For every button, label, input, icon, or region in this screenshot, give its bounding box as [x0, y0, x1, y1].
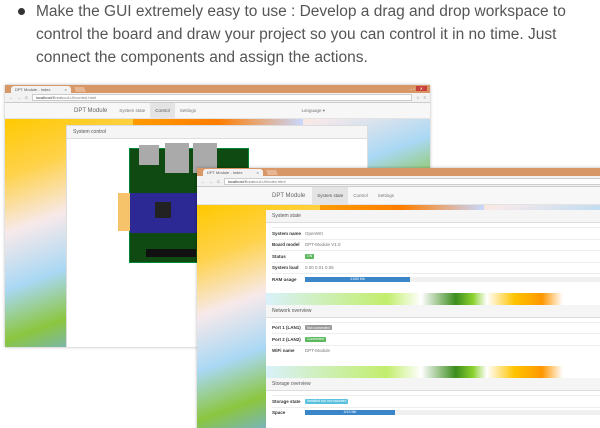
decorative-stripe [266, 292, 600, 305]
navbar: DPT Module System state Control Settings [197, 187, 600, 205]
back-icon[interactable]: ← [9, 95, 13, 100]
nav-settings[interactable]: Settings [179, 108, 197, 113]
brand[interactable]: DPT Module [272, 192, 306, 199]
nav-control[interactable]: Control [353, 193, 368, 198]
window-controls[interactable]: ‒ ▫ ✕ [410, 86, 427, 91]
menu-icon[interactable]: ≡ [423, 95, 426, 100]
brand[interactable]: DPT Module [74, 107, 108, 114]
nav-system-state[interactable]: System state [119, 108, 146, 113]
nav-control[interactable]: Control [150, 103, 175, 118]
reload-icon[interactable]: C [25, 95, 28, 100]
network-overview-title: Network overview [266, 304, 600, 318]
storage-badge: Installed but not mounted [305, 398, 349, 404]
browser-tab[interactable]: DPT Module - Index × [203, 169, 263, 176]
nav-settings[interactable]: Settings [377, 193, 395, 198]
ram-usage-bar: 21/60 Mb [305, 276, 600, 282]
storage-overview-title: Storage overview [266, 378, 600, 391]
url-input[interactable]: localhost/Breakout-UI/index.html [223, 177, 600, 185]
address-bar: ← → C localhost/Breakout-UI/index.html [197, 176, 600, 187]
reload-icon[interactable]: C [217, 178, 220, 184]
navbar: DPT Module System state Control Settings… [5, 103, 430, 119]
panel-title: System control [67, 126, 367, 139]
feature-bullet: Make the GUI extremely easy to use : Dev… [12, 0, 597, 69]
system-state-title: System state [266, 210, 600, 223]
new-tab-button[interactable] [73, 87, 86, 92]
title-bar: DPT Module - Index × ‒ ▫ ✕ [5, 85, 430, 93]
back-icon[interactable]: ← [201, 178, 205, 184]
decorative-stripe [266, 366, 600, 378]
url-input[interactable]: localhost/Breakout-UI/control.html [31, 94, 413, 101]
nav-system-state[interactable]: System state [312, 187, 349, 204]
port2-badge: Connected [305, 336, 326, 342]
browser-tab[interactable]: DPT Module - Index × [11, 86, 71, 93]
address-bar: ← → C localhost/Breakout-UI/control.html ☆… [5, 93, 430, 103]
forward-icon[interactable]: → [17, 95, 21, 100]
table-row: Port 2 (LAN2)Connected [272, 333, 600, 345]
star-icon[interactable]: ☆ [416, 95, 420, 100]
browser-window-status: DPT Module - Index × ← → C localhost/Breako… [197, 168, 600, 428]
new-tab-button[interactable] [265, 170, 278, 175]
space-bar: 4/13 Mb [305, 410, 600, 416]
port1-badge: Not connected [305, 325, 332, 331]
close-tab-icon[interactable]: × [256, 170, 259, 175]
status-badge: ON [305, 253, 315, 259]
title-bar: DPT Module - Index × [197, 168, 600, 176]
tab-title: DPT Module - Index [15, 87, 51, 92]
close-tab-icon[interactable]: × [64, 87, 67, 92]
language-dropdown[interactable]: Language ▾ [301, 107, 325, 113]
tab-title: DPT Module - Index [207, 170, 243, 175]
table-row: Port 1 (LAN1)Not connected [272, 321, 600, 334]
forward-icon[interactable]: → [209, 178, 213, 184]
